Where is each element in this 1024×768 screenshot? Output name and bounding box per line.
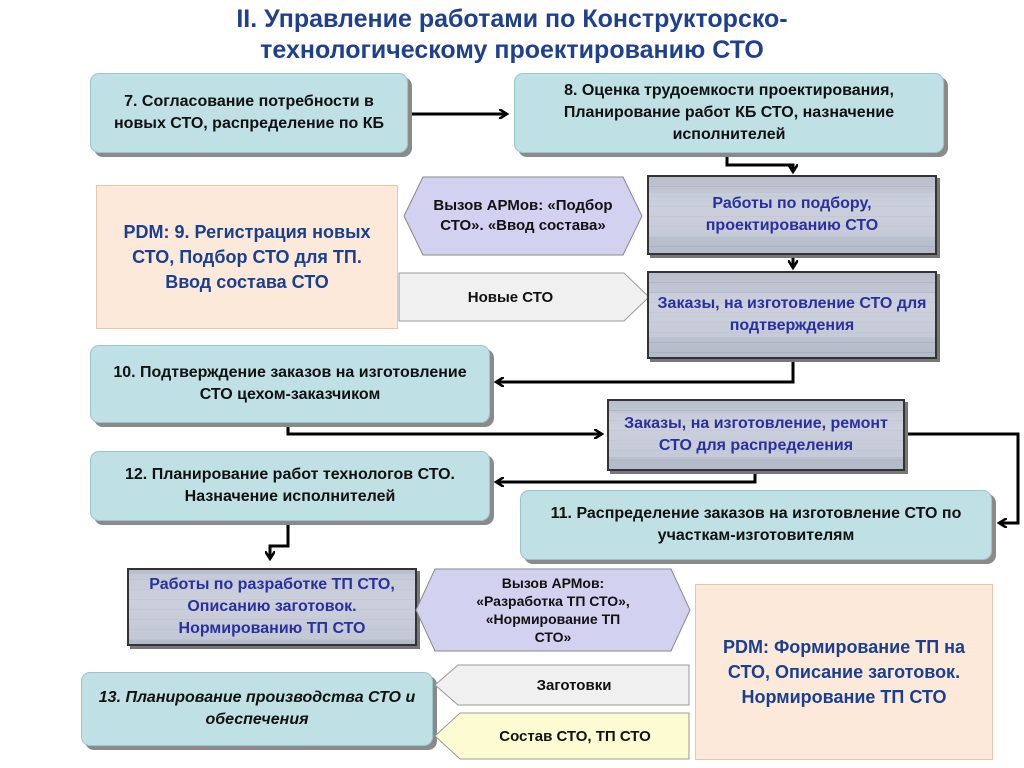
arm-selection-arrow-shape [403,176,643,256]
title-line-1: II. Управление работами по Конструкторск… [236,5,788,33]
orders-confirm-text: Заказы, на изготовление СТО для подтверж… [649,293,935,337]
step-11-box: 11. Распределение заказов на изготовлени… [520,490,992,560]
orders-distribute-text: Заказы, на изготовление, ремонт СТО для … [609,413,903,457]
step-7-text: 7. Согласование потребности в новых СТО,… [114,93,384,132]
orders-distribute-screenshot: Заказы, на изготовление, ремонт СТО для … [607,399,905,471]
blanks-label: Заготовки [536,676,612,694]
step-13-text: 13. Планирование производства СТО и обес… [98,689,416,728]
arm-tp-arrow: Вызов АРМов: «Разработка ТП СТО», «Норми… [415,568,691,652]
pdm-formation-text: PDM: Формирование ТП на СТО, Описание за… [722,636,966,707]
step-8-box: 8. Оценка трудоемкости проектирования, П… [514,73,944,153]
orders-confirm-screenshot: Заказы, на изготовление СТО для подтверж… [647,271,937,359]
title-line-2: технологическому проектированию СТО [260,36,764,64]
arrow-orders-to-10 [497,360,795,382]
composition-arrow: Состав СТО, ТП СТО [434,712,690,760]
arm-selection-arrow: Вызов АРМов: «Подбор СТО». «Ввод состава… [403,176,643,256]
composition-label: Состав СТО, ТП СТО [499,727,651,745]
step-10-text: 10. Подтверждение заказов на изготовлени… [113,364,467,403]
new-sto-arrow-shape [398,272,650,322]
pdm-9-text: PDM: 9. Регистрация новых СТО, Подбор СТ… [123,221,371,292]
arm-selection-label: Вызов АРМов: «Подбор СТО». «Ввод состава… [433,197,613,234]
blanks-arrow-shape [434,664,690,706]
arrow-distribute-to-12 [497,472,757,482]
step-12-box: 12. Планирование работ технологов СТО. Н… [90,451,490,521]
page-title: II. Управление работами по Конструкторск… [0,4,1024,66]
step-11-text: 11. Распределение заказов на изготовлени… [550,505,962,544]
arm-tp-arrow-shape [415,568,691,652]
arm-tp-label: Вызов АРМов: «Разработка ТП СТО», «Норми… [476,575,630,645]
composition-arrow-shape [434,712,690,760]
new-sto-label: Новые СТО [467,288,554,306]
step-12-text: 12. Планирование работ технологов СТО. Н… [125,466,455,505]
arrow-12-to-tp [270,524,290,558]
step-7-box: 7. Согласование потребности в новых СТО,… [90,73,408,153]
selection-works-text: Работы по подбору, проектированию СТО [649,193,935,237]
step-10-box: 10. Подтверждение заказов на изготовлени… [90,345,490,423]
blanks-arrow: Заготовки [434,664,690,706]
new-sto-arrow: Новые СТО [398,272,650,322]
arrow-8-to-selection [725,154,793,171]
pdm-9-box: PDM: 9. Регистрация новых СТО, Подбор СТ… [96,185,398,329]
tp-works-screenshot: Работы по разработке ТП СТО, Описанию за… [127,568,417,646]
pdm-formation-box: PDM: Формирование ТП на СТО, Описание за… [695,584,993,760]
tp-works-text: Работы по разработке ТП СТО, Описанию за… [129,574,415,640]
selection-works-screenshot: Работы по подбору, проектированию СТО [647,175,937,255]
arrow-10-to-distribute [286,424,601,434]
step-13-box: 13. Планирование производства СТО и обес… [81,672,433,746]
step-8-text: 8. Оценка трудоемкости проектирования, П… [563,82,895,143]
